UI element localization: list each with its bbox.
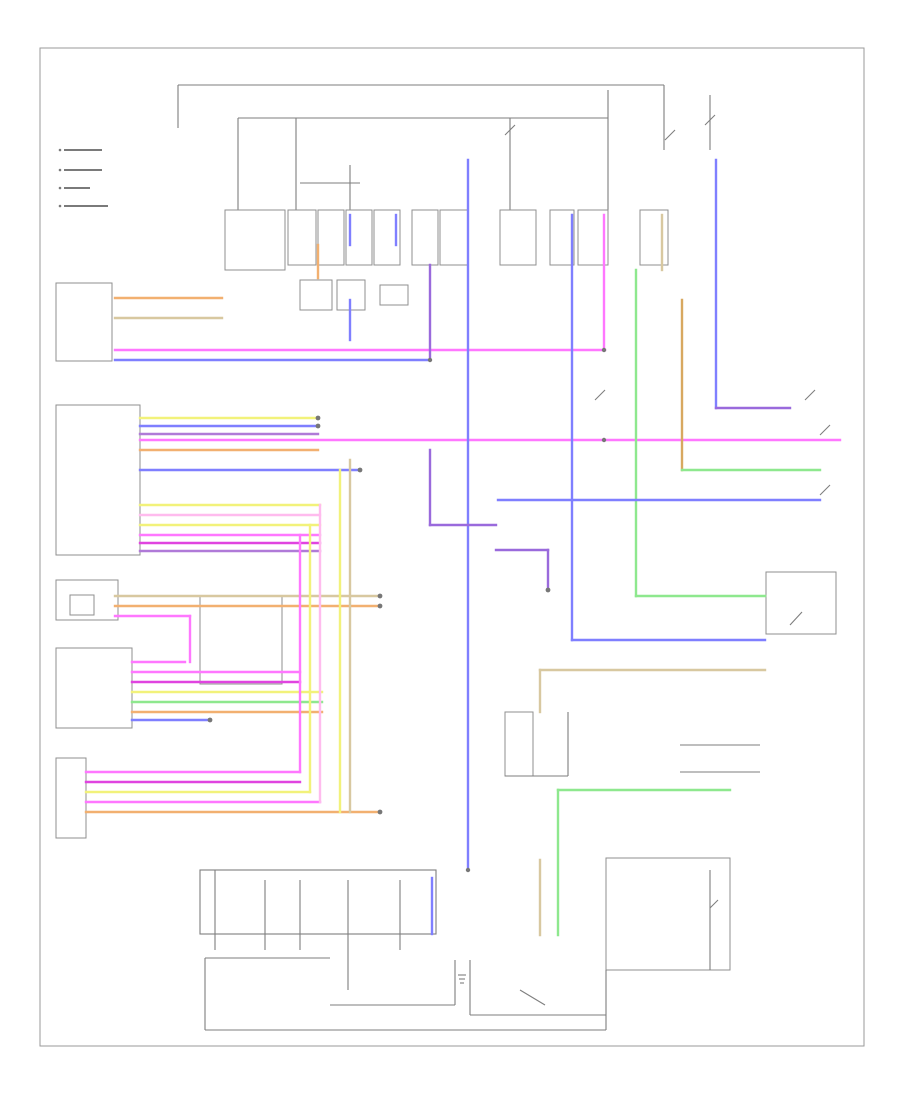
legend-bullets	[58, 148, 108, 208]
pcm-module	[55, 282, 113, 362]
ground-box	[504, 711, 534, 777]
left-modules	[55, 282, 283, 839]
brake-switch-box	[765, 571, 837, 635]
diagram-frame	[39, 47, 865, 1047]
bottom-switch-bank	[199, 869, 607, 1031]
switch-symbols	[504, 114, 831, 909]
wire-traces	[84, 158, 842, 937]
instrument-cluster-box	[605, 857, 731, 971]
junction-dots	[207, 347, 607, 873]
fuse-block-row	[224, 209, 669, 311]
transmission-control-module	[55, 404, 141, 556]
pin-box-trs	[69, 594, 95, 616]
transmission-range-module	[55, 647, 133, 729]
solenoid-body	[55, 757, 87, 839]
power-bus	[177, 84, 711, 210]
right-components	[504, 571, 837, 971]
ground-symbols	[458, 974, 466, 984]
